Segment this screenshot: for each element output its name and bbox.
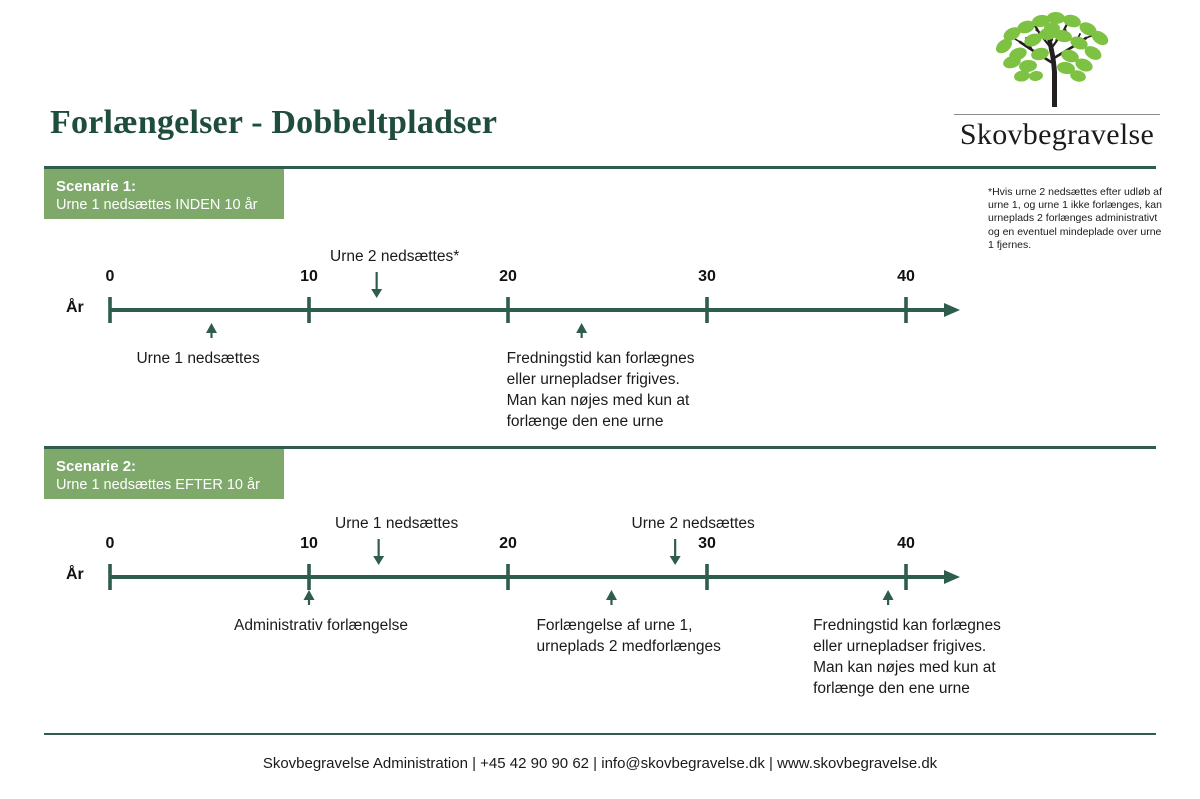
axis-arrowhead bbox=[944, 570, 960, 584]
timeline-marker-caption: Administrativ forlængelse bbox=[234, 617, 409, 634]
axis-tick-label: 20 bbox=[499, 268, 517, 285]
brand-logo: Skovbegravelse bbox=[948, 10, 1166, 158]
scenario-1-banner: Scenarie 1: Urne 1 nedsættes INDEN 10 år bbox=[44, 169, 284, 219]
divider-middle bbox=[44, 446, 1156, 449]
axis-tick-label: 10 bbox=[300, 268, 318, 285]
tree-icon bbox=[996, 11, 1109, 107]
scenario-1-subtitle: Urne 1 nedsættes INDEN 10 år bbox=[56, 197, 258, 213]
axis-tick-label: 0 bbox=[105, 535, 115, 552]
axis-tick-label: 30 bbox=[698, 268, 716, 285]
scenario-2-title: Scenarie 2: bbox=[56, 458, 137, 475]
footer-contact: Skovbegravelse Administration | +45 42 9… bbox=[262, 755, 938, 772]
marker-arrowhead-down bbox=[373, 556, 385, 565]
timeline-marker-caption: Forlængelse af urne 1, urneplads 2 medfo… bbox=[536, 617, 721, 655]
marker-arrowhead-down bbox=[371, 289, 383, 298]
timeline-marker-label: Urne 2 nedsættes* bbox=[330, 248, 460, 265]
page-title: Forlængelser - Dobbeltpladser bbox=[50, 104, 498, 141]
marker-arrowhead-up bbox=[882, 590, 894, 600]
axis-tick-label: 0 bbox=[105, 268, 115, 285]
axis-tick-label: 20 bbox=[499, 535, 517, 552]
brand-name: Skovbegravelse bbox=[959, 118, 1155, 151]
scenario-2-subtitle: Urne 1 nedsættes EFTER 10 år bbox=[56, 477, 260, 493]
logo-divider bbox=[954, 114, 1160, 115]
marker-arrowhead-up bbox=[205, 323, 217, 333]
axis-unit-label: År bbox=[66, 566, 84, 583]
timeline-marker-label: Urne 2 nedsættes bbox=[631, 515, 755, 532]
timeline-marker-caption: Fredningstid kan forlægnes eller urnepla… bbox=[506, 350, 695, 430]
marker-arrowhead-up bbox=[303, 590, 315, 600]
marker-arrowhead-up bbox=[605, 590, 617, 600]
scenario-1-title: Scenarie 1: bbox=[56, 178, 137, 195]
axis-arrowhead bbox=[944, 303, 960, 317]
axis-unit-label: År bbox=[66, 299, 84, 316]
divider-footer bbox=[44, 733, 1156, 735]
axis-tick-label: 10 bbox=[300, 535, 318, 552]
axis-tick-label: 40 bbox=[897, 268, 915, 285]
footnote-text: *Hvis urne 2 nedsættes efter udløb af ur… bbox=[988, 186, 1162, 251]
timeline-marker-caption: Urne 1 nedsættes bbox=[136, 350, 260, 367]
timeline-marker-caption: Fredningstid kan forlægnes eller urnepla… bbox=[813, 617, 1001, 697]
marker-arrowhead-up bbox=[576, 323, 588, 333]
divider-top bbox=[44, 166, 1156, 169]
timeline-marker-label: Urne 1 nedsættes bbox=[335, 515, 459, 532]
scenario-2-banner: Scenarie 2: Urne 1 nedsættes EFTER 10 år bbox=[44, 449, 284, 499]
marker-arrowhead-down bbox=[669, 556, 681, 565]
axis-tick-label: 30 bbox=[698, 535, 716, 552]
axis-tick-label: 40 bbox=[897, 535, 915, 552]
